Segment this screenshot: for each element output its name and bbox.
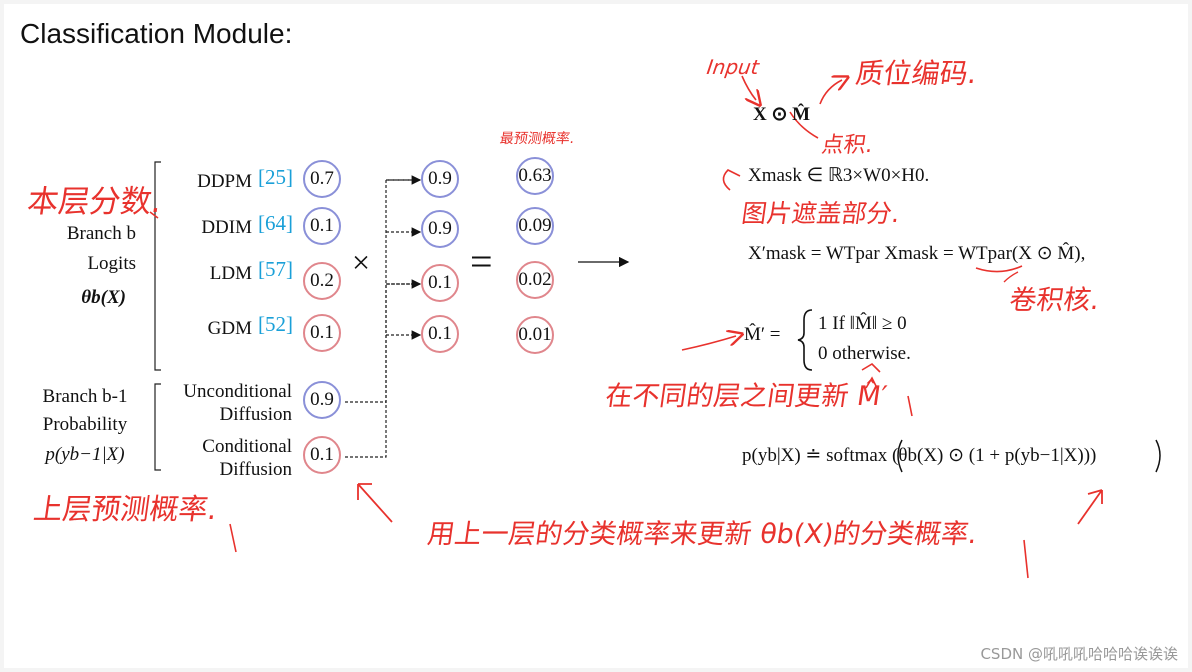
equation-mprime-case1: 1 If ‖M̂‖ ≥ 0 [818,313,907,334]
annotation-use-prev: 用上一层的分类概率来更新 θb(X)的分类概率. [425,519,980,550]
annotation-dot-product: 点积. [819,133,875,158]
result-value: 0.09 [516,207,554,245]
annotation-conv-kernel: 卷积核. [1007,285,1102,316]
hw-underline-w [975,265,1023,273]
prob-value: 0.9 [303,381,341,419]
annotation-input: Input [705,55,761,79]
branch-b-logits-label: Logits [87,253,136,274]
hw-arrow-up-right [1077,489,1103,525]
hw-layer-tail [149,211,159,219]
equation-input-mask: X ⊙ M̂ [753,104,811,125]
expanded-value: 0.1 [421,315,459,353]
bracket-branch-b1 [154,383,161,471]
hw-stroke-mprime [861,362,881,391]
hw-arrow-posenc [819,80,842,105]
dotted-link-uncond [345,179,420,403]
prob-label: Diffusion [219,459,292,480]
watermark: CSDN @吼吼吼哈哈哈诶诶诶 [980,645,1178,663]
hw-arrow-conv [1003,271,1019,283]
method-name: LDM [209,263,252,284]
branch-b1-p: p(yb−1|X) [45,444,125,465]
method-name: GDM [207,318,252,339]
result-value: 0.63 [516,157,554,195]
equation-softmax: p(yb|X) ≐ softmax (θb(X) ⊙ (1 + p(yb−1|X… [742,445,1097,466]
dotted-link-cond [345,283,420,458]
prob-label: Unconditional [183,381,292,402]
citation: [64] [258,211,293,235]
expanded-value: 0.1 [421,264,459,302]
result-value: 0.02 [516,261,554,299]
citation: [57] [258,257,293,281]
citation: [52] [258,312,293,336]
result-value: 0.01 [516,316,554,354]
branch-b1-prob-label: Probability [42,414,128,435]
prob-label: Diffusion [219,404,292,425]
logit-value: 0.2 [303,262,341,300]
annotation-pred-prob: 最预测概率. [498,131,576,147]
equals-sign: = [470,239,493,284]
prob-label: Conditional [202,436,292,457]
branch-b1-label: Branch b-1 [42,386,128,407]
equation-xprime: X′mask = WTpar Xmask = WTpar(X ⊙ M̂), [748,243,1086,264]
equation-xmask: Xmask ∈ ℝ3×W0×H0. [748,165,930,186]
hw-use-tail [1023,539,1029,579]
method-name: DDIM [201,217,252,238]
times-sign: × [352,244,371,280]
hw-stroke-mprime-tail [907,395,913,417]
hw-prev-tail [229,523,237,553]
prob-value: 0.1 [303,436,341,474]
annotation-update-m: 在不同的层之间更新 M̂′ [603,381,889,412]
annotation-pos-enc: 质位编码. [853,57,980,90]
hw-arrow-mask [722,169,741,191]
hw-arrow-input [741,75,756,100]
cases-brace [797,309,813,371]
annotation-prev-prob: 上层预测概率. [31,492,220,526]
equation-mprime-case2: 0 otherwise. [818,343,911,364]
hw-arrow-up-left [357,483,393,523]
page-title: Classification Module: [20,18,293,49]
expanded-value: 0.9 [421,160,459,198]
hw-arrow-mprime [681,336,736,351]
branch-b-theta: θb(X) [81,287,126,308]
method-name: DDPM [197,171,252,192]
branch-b-label: Branch b [66,223,136,244]
annotation-masked-part: 图片遮盖部分. [739,199,902,228]
bracket-branch-b [154,161,161,371]
expanded-value: 0.9 [421,210,459,248]
logit-value: 0.1 [303,314,341,352]
citation: [25] [258,165,293,189]
equation-mprime-lhs: M̂′ = [744,324,781,345]
logit-value: 0.1 [303,207,341,245]
logit-value: 0.7 [303,160,341,198]
annotation-layer-scores: 本层分数. [24,184,164,220]
slide-canvas [4,4,1188,668]
hw-arrow-dot [789,111,819,139]
